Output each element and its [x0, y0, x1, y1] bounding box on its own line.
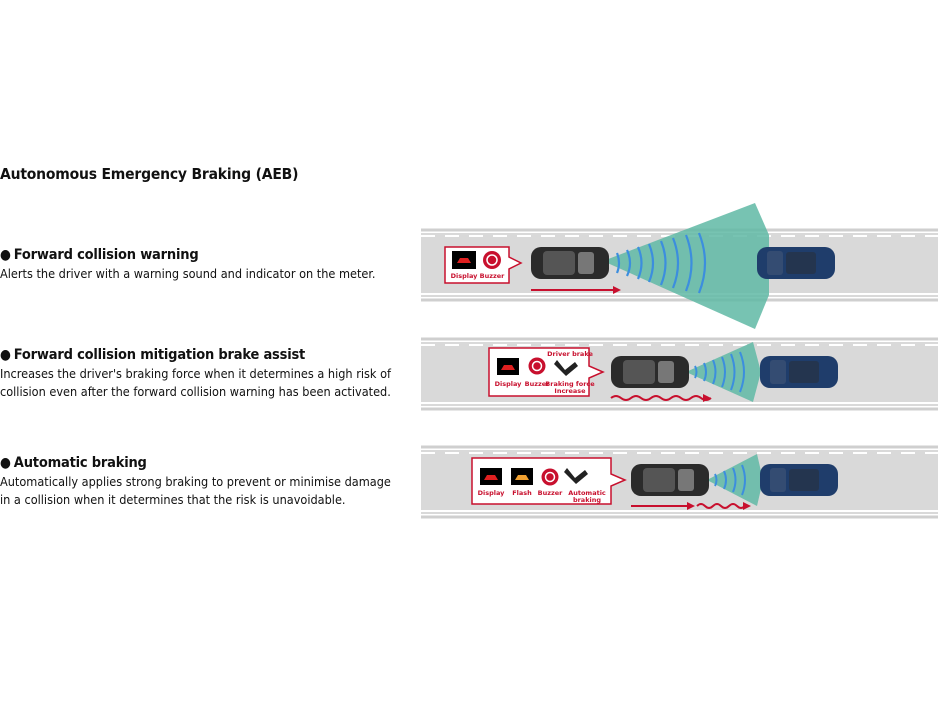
- own-car: [631, 464, 709, 496]
- indicator-panel: Display Flash Buzzer Automatic braking: [471, 457, 627, 505]
- feature-automatic-braking: ●Automatic braking Automatically applies…: [0, 454, 415, 509]
- feature-description: Increases the driver's braking force whe…: [0, 366, 391, 381]
- feature-forward-collision-warning: ●Forward collision warning Alerts the dr…: [0, 246, 415, 283]
- indicator-label-buzzer: Buzzer: [525, 380, 551, 388]
- feature-title: Forward collision warning: [13, 247, 199, 263]
- own-car: [531, 247, 609, 279]
- indicator-label-increase: Increase: [554, 387, 586, 395]
- braking-wave-arrow: [610, 394, 712, 402]
- indicator-label-braking-force: Braking force: [545, 380, 595, 388]
- indicator-label-display: Display: [478, 489, 506, 497]
- feature-description: collision even after the forward collisi…: [0, 384, 391, 399]
- braking-arrow: [631, 502, 751, 510]
- buzzer-icon: [528, 357, 546, 375]
- lead-car: [757, 247, 835, 279]
- feature-description: Alerts the driver with a warning sound a…: [0, 266, 376, 281]
- buzzer-icon: [483, 251, 501, 269]
- feature-description: in a collision when it determines that t…: [0, 492, 346, 507]
- indicator-panel: Driver brake Display Buzzer Braking forc…: [488, 347, 605, 397]
- feature-description: Automatically applies strong braking to …: [0, 474, 391, 489]
- indicator-label-braking: braking: [573, 496, 601, 504]
- radar-cone: [603, 203, 769, 329]
- scene-automatic-braking: Display Flash Buzzer Automatic braking: [421, 445, 938, 519]
- lead-car: [760, 464, 838, 496]
- radar-waves: [714, 464, 746, 496]
- indicator-label-driver-brake: Driver brake: [547, 350, 593, 358]
- feature-brake-assist: ●Forward collision mitigation brake assi…: [0, 346, 415, 401]
- lead-car: [760, 356, 838, 388]
- feature-title: Forward collision mitigation brake assis…: [13, 347, 306, 363]
- feature-title: Automatic braking: [13, 455, 147, 471]
- bullet: ●: [0, 455, 11, 471]
- page-title: Autonomous Emergency Braking (AEB): [0, 165, 299, 183]
- indicator-label-buzzer: Buzzer: [480, 272, 506, 280]
- scene-brake-assist: Driver brake Display Buzzer Braking forc…: [421, 337, 938, 411]
- speed-arrow: [531, 286, 621, 294]
- radar-waves: [694, 351, 745, 393]
- indicator-label-display: Display: [495, 380, 523, 388]
- brake-pedal-icon: [564, 468, 588, 484]
- brake-pedal-icon: [554, 360, 578, 376]
- bullet: ●: [0, 247, 11, 263]
- own-car: [611, 356, 689, 388]
- indicator-label-buzzer: Buzzer: [538, 489, 564, 497]
- scene-forward-collision-warning: Display Buzzer: [421, 203, 938, 329]
- indicator-panel: Display Buzzer: [444, 246, 523, 284]
- indicator-label-automatic: Automatic: [568, 489, 606, 497]
- indicator-label-display: Display: [451, 272, 479, 280]
- indicator-label-flash: Flash: [512, 489, 532, 497]
- radar-waves: [615, 232, 707, 294]
- buzzer-icon: [541, 468, 559, 486]
- bullet: ●: [0, 347, 11, 363]
